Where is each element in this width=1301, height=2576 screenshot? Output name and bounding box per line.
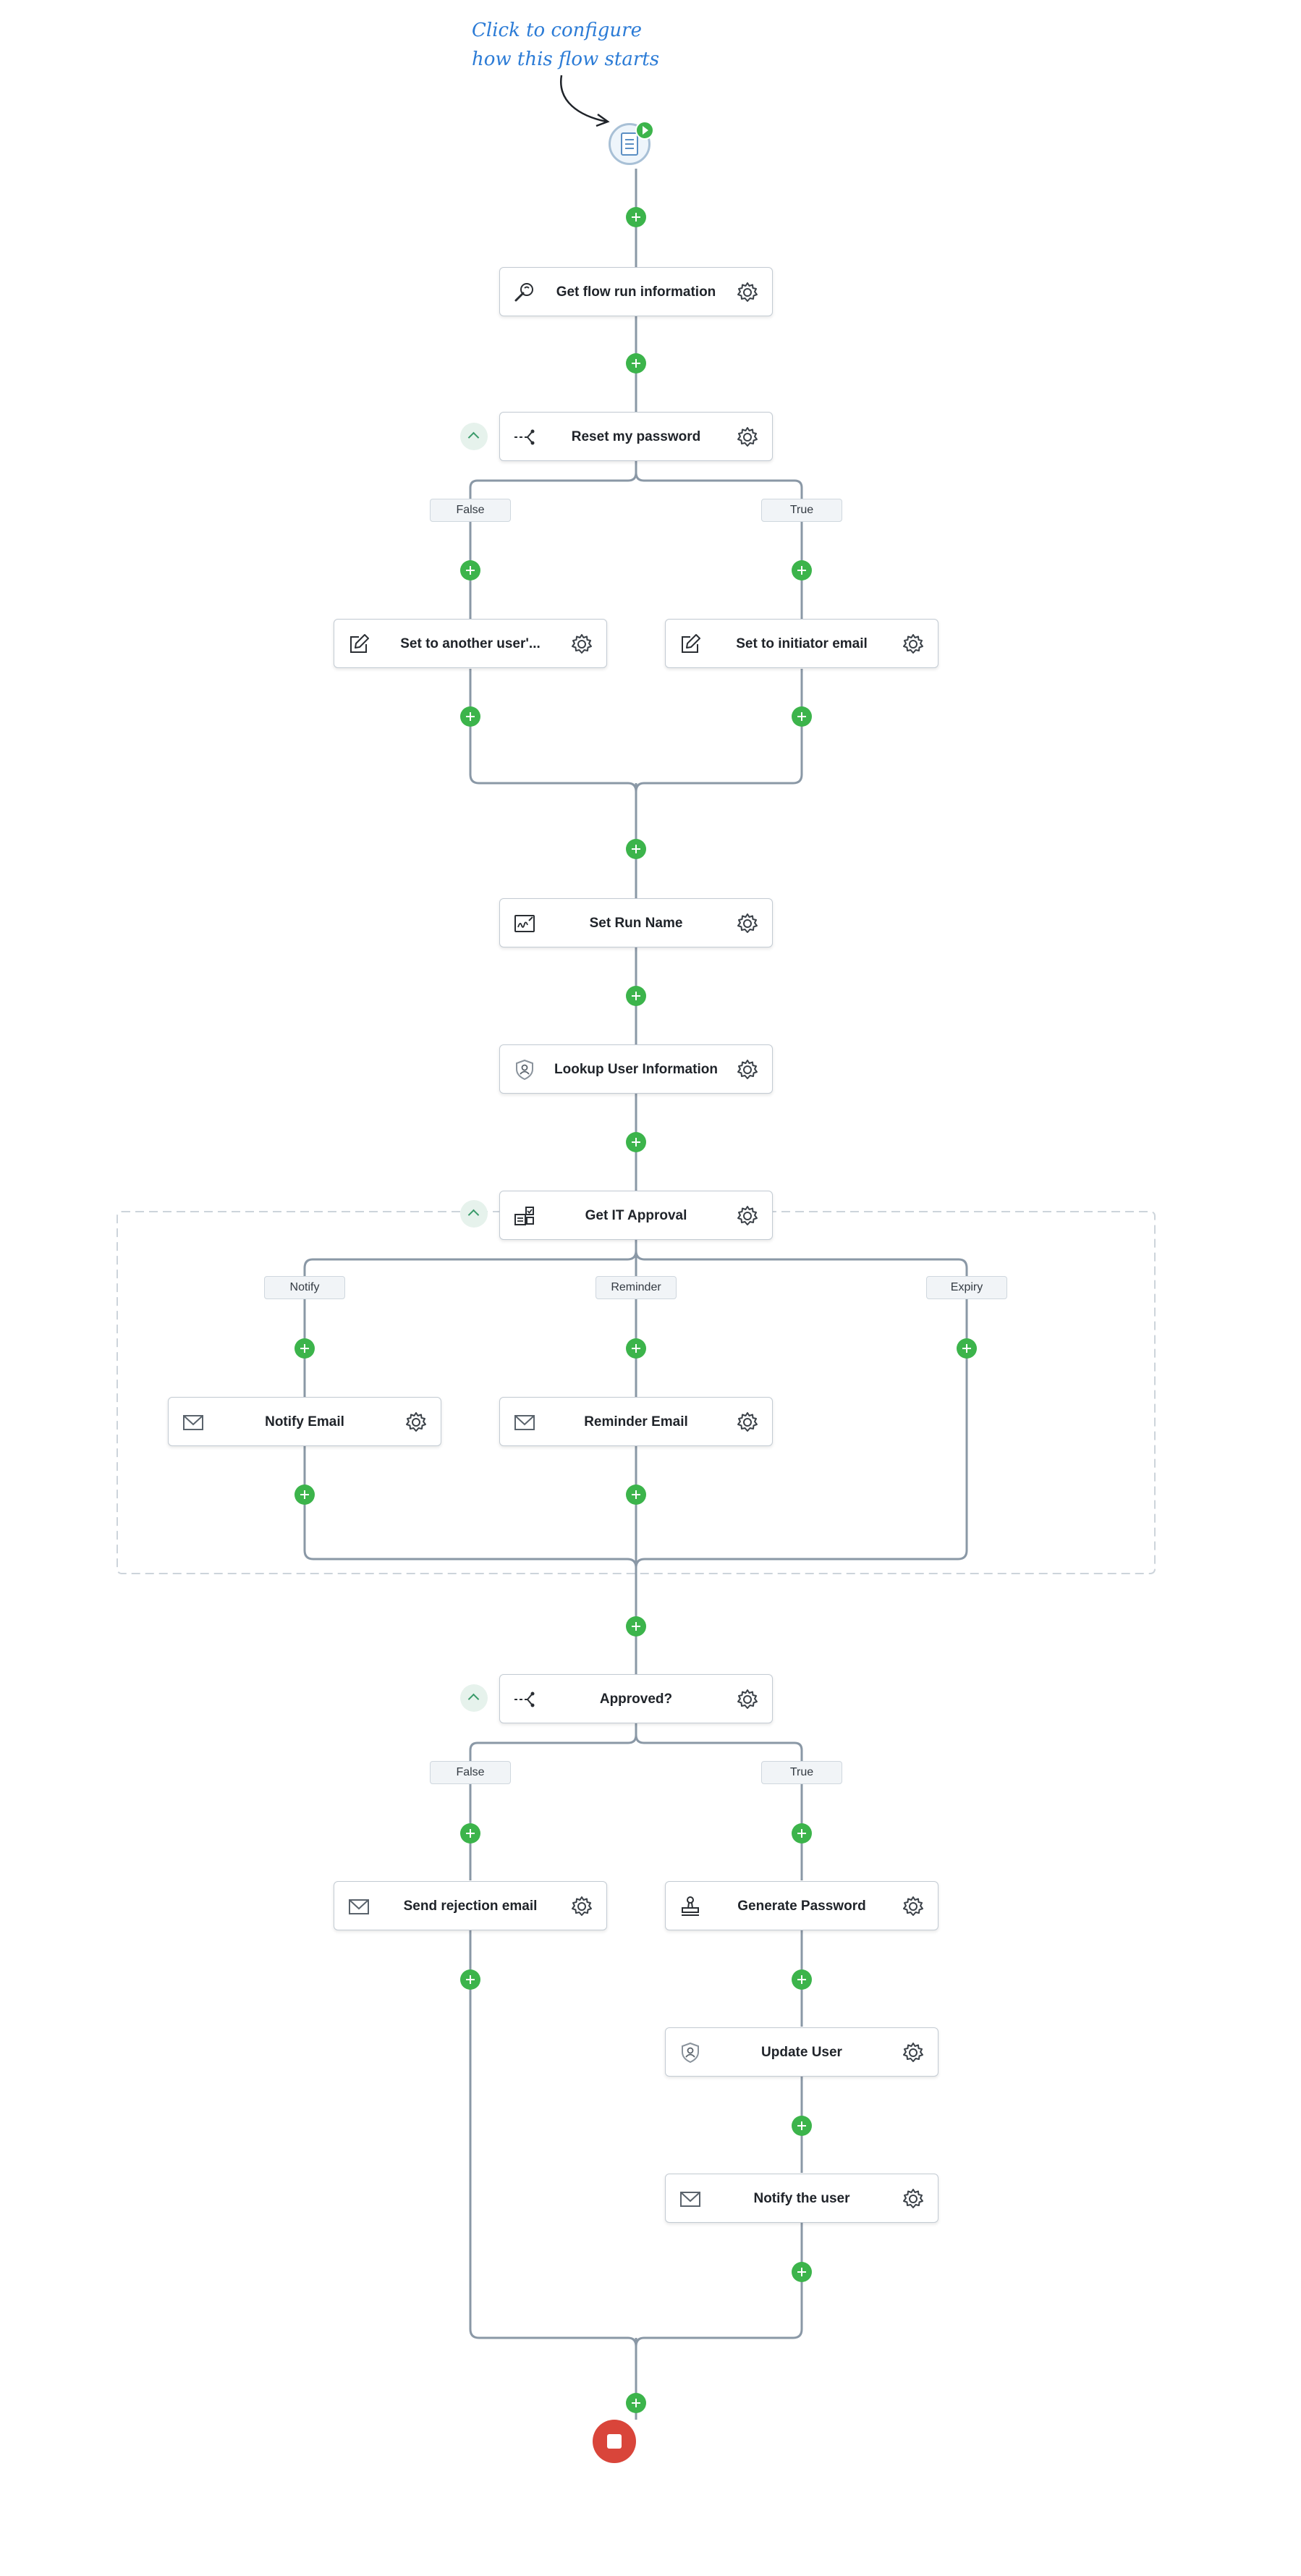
edit-icon: [682, 634, 700, 653]
add-step-button[interactable]: [626, 1616, 646, 1637]
gear-icon[interactable]: [902, 633, 925, 656]
step-label: Set to initiator email: [736, 636, 868, 651]
step-lookup-user-information[interactable]: Lookup User Information: [499, 1044, 773, 1094]
gear-icon[interactable]: [902, 2187, 925, 2210]
step-reset-my-password[interactable]: Reset my password: [499, 412, 773, 461]
step-label: Update User: [761, 2045, 842, 2060]
add-step-button[interactable]: [792, 1823, 812, 1844]
add-step-button[interactable]: [626, 207, 646, 227]
approval-icon: [514, 1207, 534, 1225]
step-label: Get flow run information: [556, 284, 716, 300]
branch-icon: [514, 429, 535, 445]
step-label: Notify Email: [265, 1414, 344, 1430]
step-reminder-email[interactable]: Reminder Email: [499, 1397, 773, 1446]
step-approved[interactable]: Approved?: [499, 1674, 773, 1723]
add-step-button[interactable]: [626, 839, 646, 859]
add-step-button[interactable]: [626, 353, 646, 373]
gear-icon[interactable]: [736, 1058, 759, 1081]
stamp-icon: [682, 1896, 699, 1916]
branch-label-true: True: [761, 499, 842, 522]
step-generate-password[interactable]: Generate Password: [665, 1881, 938, 1930]
add-step-button[interactable]: [792, 2116, 812, 2136]
gear-icon[interactable]: [736, 1411, 759, 1434]
collapse-branch-toggle[interactable]: [460, 1684, 488, 1712]
step-label: Set to another user'...: [400, 636, 541, 651]
add-step-button[interactable]: [792, 1969, 812, 1990]
step-label: Lookup User Information: [554, 1062, 718, 1077]
branch-label-reminder: Reminder: [596, 1276, 677, 1299]
add-step-button[interactable]: [460, 560, 480, 580]
branch-label-true: True: [761, 1761, 842, 1784]
gear-icon[interactable]: [736, 281, 759, 304]
step-label: Approved?: [599, 1692, 673, 1707]
branch-label-false: False: [430, 499, 511, 522]
gear-icon[interactable]: [570, 1895, 593, 1918]
wrench-search-icon: [514, 283, 533, 302]
step-label: Set Run Name: [589, 916, 683, 931]
add-step-button[interactable]: [626, 1132, 646, 1152]
gear-icon[interactable]: [902, 1895, 925, 1918]
gear-icon[interactable]: [404, 1411, 428, 1434]
step-label: Reminder Email: [584, 1414, 688, 1430]
step-label: Reset my password: [571, 429, 701, 444]
collapse-branch-toggle[interactable]: [460, 1200, 488, 1228]
shield-user-icon: [682, 2042, 699, 2064]
step-get-it-approval[interactable]: Get IT Approval: [499, 1191, 773, 1240]
step-label: Send rejection email: [403, 1899, 538, 1914]
step-notify-the-user[interactable]: Notify the user: [665, 2174, 938, 2223]
document-icon: [621, 132, 638, 156]
step-set-to-initiator-email[interactable]: Set to initiator email: [665, 619, 938, 668]
collapse-branch-toggle[interactable]: [460, 423, 488, 450]
add-step-button[interactable]: [460, 1823, 480, 1844]
trigger-node[interactable]: [609, 121, 654, 165]
add-step-button[interactable]: [626, 986, 646, 1006]
add-step-button[interactable]: [957, 1338, 977, 1359]
step-label: Generate Password: [737, 1899, 866, 1914]
add-step-button[interactable]: [792, 706, 812, 727]
edit-icon: [350, 634, 369, 653]
trigger-hint: Click to configure how this flow starts: [472, 16, 689, 74]
add-step-button[interactable]: [294, 1485, 315, 1505]
add-step-button[interactable]: [792, 2262, 812, 2282]
add-step-button[interactable]: [792, 560, 812, 580]
branch-label-false: False: [430, 1761, 511, 1784]
stop-node[interactable]: [593, 2420, 636, 2463]
shield-user-icon: [516, 1059, 533, 1081]
mail-icon: [349, 1899, 369, 1914]
branch-label-expiry: Expiry: [926, 1276, 1007, 1299]
branch-label-notify: Notify: [264, 1276, 345, 1299]
step-set-to-another-user[interactable]: Set to another user'...: [334, 619, 607, 668]
add-step-button[interactable]: [626, 2393, 646, 2413]
trigger-hint-line1: Click to configure: [472, 20, 642, 41]
gear-icon[interactable]: [736, 1688, 759, 1711]
signature-icon: [514, 915, 535, 932]
gear-icon[interactable]: [902, 2041, 925, 2064]
gear-icon[interactable]: [736, 426, 759, 449]
step-update-user[interactable]: Update User: [665, 2027, 938, 2077]
gear-icon[interactable]: [570, 633, 593, 656]
add-step-button[interactable]: [460, 1969, 480, 1990]
step-notify-email[interactable]: Notify Email: [168, 1397, 441, 1446]
add-step-button[interactable]: [626, 1485, 646, 1505]
step-send-rejection-email[interactable]: Send rejection email: [334, 1881, 607, 1930]
branch-icon: [514, 1692, 535, 1707]
play-icon: [635, 121, 654, 140]
gear-icon[interactable]: [736, 1204, 759, 1228]
add-step-button[interactable]: [294, 1338, 315, 1359]
gear-icon[interactable]: [736, 912, 759, 935]
mail-icon: [183, 1415, 203, 1430]
mail-icon: [514, 1415, 535, 1430]
mail-icon: [680, 2192, 700, 2207]
hint-arrow: [559, 75, 607, 123]
step-label: Notify the user: [753, 2191, 850, 2206]
add-step-button[interactable]: [626, 1338, 646, 1359]
step-label: Get IT Approval: [585, 1208, 687, 1223]
step-set-run-name[interactable]: Set Run Name: [499, 898, 773, 947]
add-step-button[interactable]: [460, 706, 480, 727]
step-get-flow-run-information[interactable]: Get flow run information: [499, 267, 773, 316]
trigger-hint-line2: how this flow starts: [472, 48, 660, 70]
